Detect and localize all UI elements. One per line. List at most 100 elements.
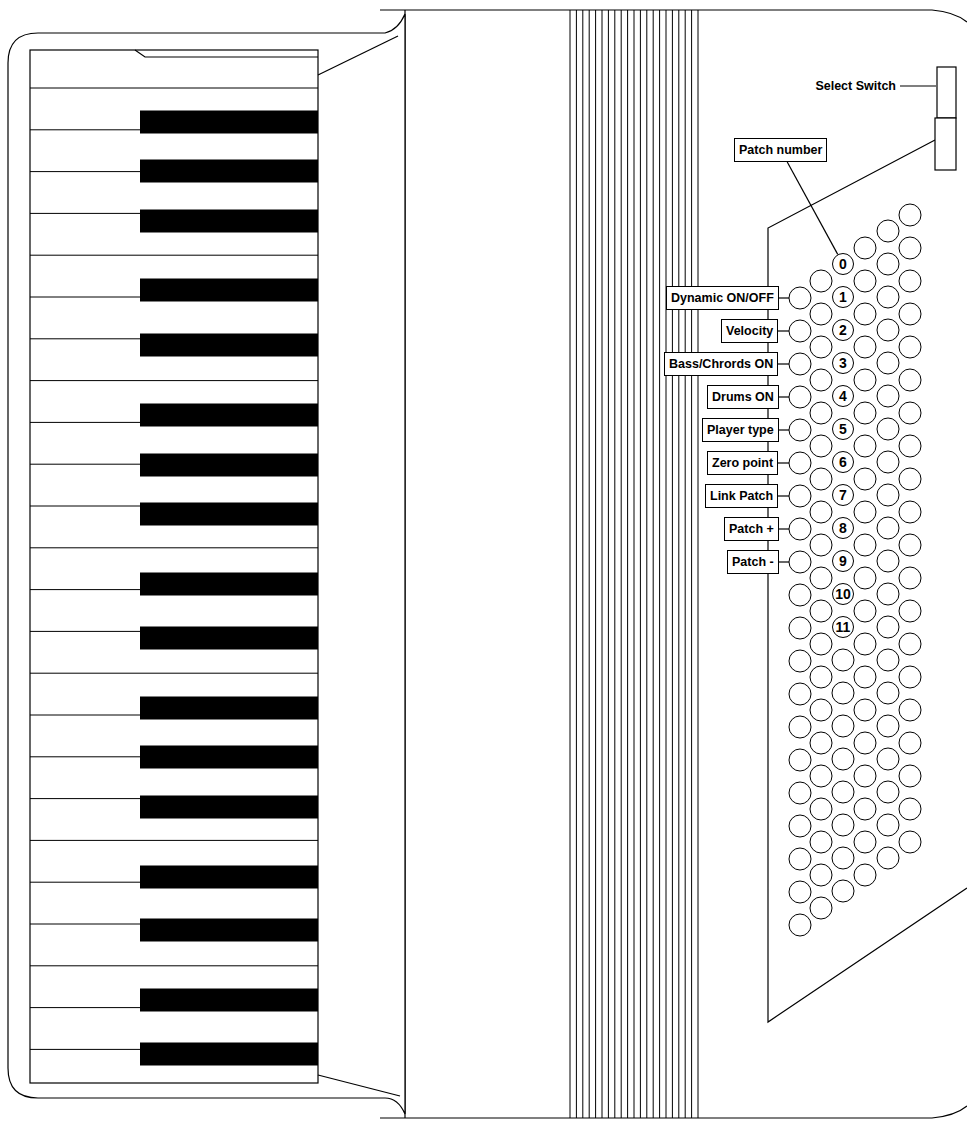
bass-button: [854, 666, 876, 688]
bass-button: [789, 815, 811, 837]
leader-line: [778, 561, 789, 562]
bellows-pleat: [672, 10, 673, 1118]
button-number: 1: [832, 286, 854, 308]
black-key: [140, 796, 318, 819]
black-key: [140, 111, 318, 134]
white-key-line: [30, 673, 318, 674]
bass-button: [877, 385, 899, 407]
bellows-pleat: [602, 10, 603, 1118]
function-label: Bass/Chrords ON: [664, 352, 778, 376]
bass-button: [877, 286, 899, 308]
button-number: 3: [832, 352, 854, 374]
leader-line: [778, 363, 789, 364]
black-key: [140, 697, 318, 720]
white-key-line: [30, 840, 318, 841]
bass-button: [877, 814, 899, 836]
function-label: Zero point: [707, 451, 778, 475]
function-label: Velocity: [721, 319, 778, 343]
bass-button: [854, 336, 876, 358]
bass-button: [789, 320, 811, 342]
bass-button: [877, 319, 899, 341]
function-label: Patch -: [727, 550, 779, 574]
bass-button: [789, 782, 811, 804]
bellows-pleat: [698, 10, 699, 1118]
bellows-pleat: [608, 10, 609, 1118]
select-switch: [935, 118, 956, 170]
bass-button: [810, 369, 832, 391]
number-text: 0: [839, 257, 847, 271]
bass-button: [854, 600, 876, 622]
bass-button: [899, 666, 921, 688]
bass-button: [789, 650, 811, 672]
bass-button: [877, 451, 899, 473]
bass-button: [810, 798, 832, 820]
bass-button: [854, 237, 876, 259]
label-text: Zero point: [712, 456, 773, 470]
bass-button: [789, 683, 811, 705]
bass-button: [789, 386, 811, 408]
leader-line: [778, 429, 789, 430]
label-text: Dynamic ON/OFF: [671, 291, 774, 305]
number-text: 7: [839, 488, 847, 502]
function-label: Drums ON: [707, 385, 779, 409]
bass-button: [810, 600, 832, 622]
bass-button: [810, 633, 832, 655]
bass-button: [854, 798, 876, 820]
bass-button: [899, 732, 921, 754]
bass-button: [810, 765, 832, 787]
bass-button: [877, 847, 899, 869]
bass-button: [877, 583, 899, 605]
select-switch: [937, 67, 956, 118]
bass-button: [877, 682, 899, 704]
bass-button: [789, 716, 811, 738]
button-number: 11: [832, 616, 854, 638]
white-key-line: [30, 380, 318, 381]
black-key: [140, 334, 318, 357]
bass-button: [877, 748, 899, 770]
bass-button: [899, 270, 921, 292]
black-key: [140, 989, 318, 1012]
leader-line: [778, 462, 789, 463]
leader-line: [778, 396, 789, 397]
bellows-pleat: [621, 10, 622, 1118]
bellows-pleat: [678, 10, 679, 1118]
bass-button: [832, 781, 854, 803]
bass-button: [832, 880, 854, 902]
bass-button: [832, 649, 854, 671]
black-key: [140, 919, 318, 942]
bass-button: [810, 501, 832, 523]
bass-button: [810, 831, 832, 853]
leader-line: [778, 297, 789, 298]
bass-button: [854, 864, 876, 886]
bass-button: [854, 369, 876, 391]
bellows-pleat: [582, 10, 583, 1118]
bellows-pleat: [627, 10, 628, 1118]
black-key: [140, 404, 318, 427]
bass-button: [854, 765, 876, 787]
label-text: Patch +: [729, 522, 774, 536]
function-label: Patch +: [724, 517, 779, 541]
bass-button: [854, 633, 876, 655]
number-text: 8: [839, 521, 847, 535]
bass-button: [789, 518, 811, 540]
number-text: 1: [839, 290, 847, 304]
bass-button: [810, 468, 832, 490]
button-number: 6: [832, 451, 854, 473]
function-label: Patch number: [734, 138, 827, 162]
function-label: Player type: [702, 418, 779, 442]
bass-button: [899, 468, 921, 490]
grille-edge: [318, 1075, 400, 1096]
number-text: 10: [835, 587, 851, 601]
bass-button: [899, 237, 921, 259]
bass-button: [789, 452, 811, 474]
black-key: [140, 210, 318, 233]
label-text: Player type: [707, 423, 774, 437]
leader-line: [787, 162, 837, 254]
bass-button: [789, 353, 811, 375]
bass-button: [832, 847, 854, 869]
black-key: [140, 454, 318, 477]
bass-button: [810, 402, 832, 424]
button-number: 9: [832, 550, 854, 572]
bass-button: [854, 831, 876, 853]
